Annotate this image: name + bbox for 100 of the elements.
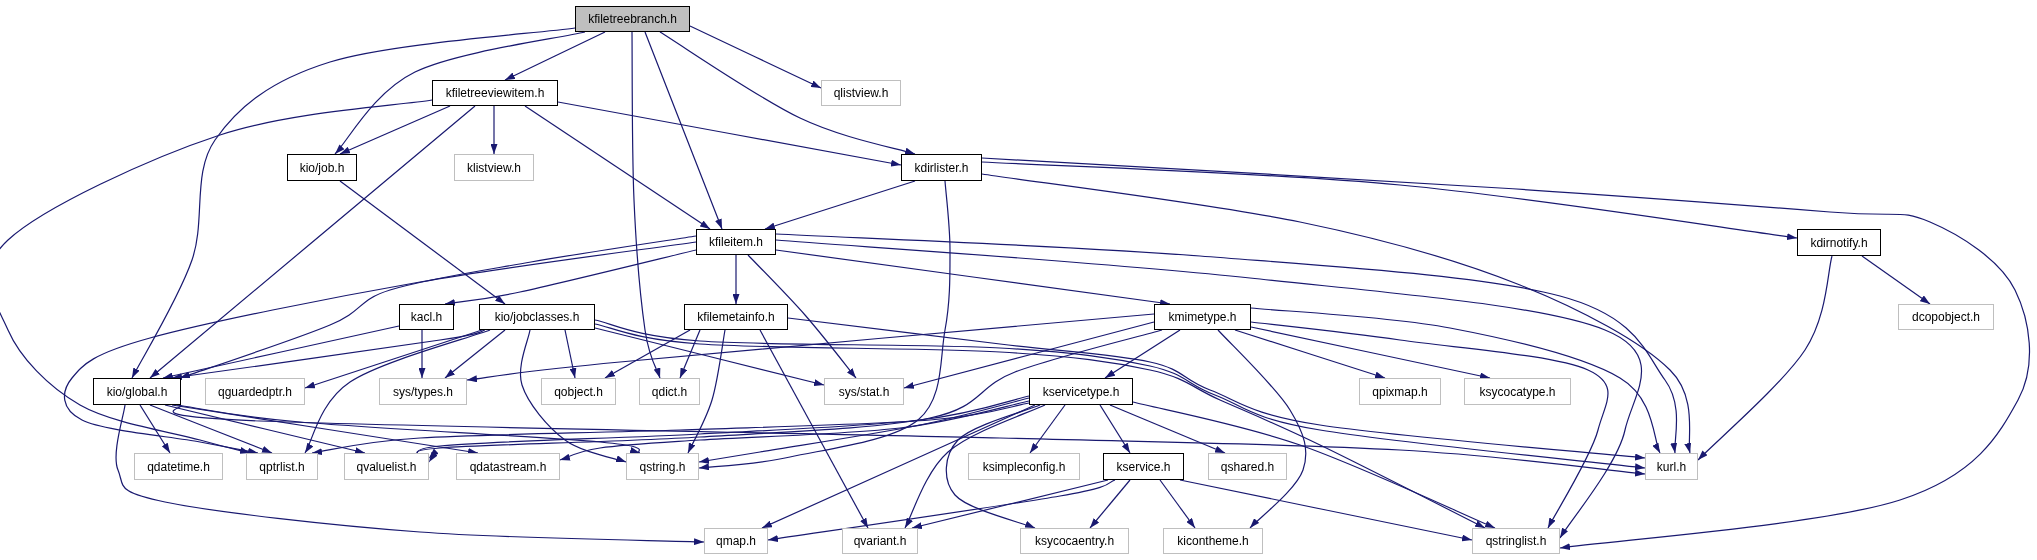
dependency-arrow	[1179, 479, 1473, 542]
dependency-arrow	[594, 323, 1486, 529]
file-node: qmap.h	[704, 528, 768, 554]
dependency-arrow	[1250, 307, 1661, 454]
dependency-arrow	[139, 404, 171, 454]
file-node: ksycocaentry.h	[1020, 528, 1129, 554]
file-node: kfiletreeviewitem.h	[432, 80, 558, 106]
dependency-arrow	[162, 325, 400, 380]
file-node: qstring.h	[626, 453, 699, 480]
dependency-arrow	[559, 400, 1030, 461]
dependency-arrow	[311, 402, 1030, 455]
dependency-arrow	[1250, 321, 1609, 529]
dependency-arrow	[1029, 404, 1066, 454]
file-node: qguardedptr.h	[205, 378, 305, 405]
dependency-arrow	[1250, 326, 1491, 380]
dependency-arrow	[594, 319, 1646, 471]
file-node: kfileitem.h	[696, 229, 776, 255]
file-node: kmimetype.h	[1154, 304, 1251, 330]
file-node: kdirlister.h	[901, 154, 982, 181]
dependency-arrow	[787, 317, 1646, 461]
file-node: kio/jobclasses.h	[479, 304, 595, 330]
dependency-arrow	[775, 239, 1642, 539]
dependency-arrow	[764, 180, 916, 230]
dependency-arrow	[631, 31, 661, 379]
dependency-arrow	[679, 329, 701, 379]
dependency-arrow	[416, 395, 1030, 463]
dependency-arrow	[466, 313, 1155, 383]
dependency-arrow	[604, 329, 691, 379]
dependency-arrow	[149, 404, 273, 454]
dependency-arrow	[444, 249, 697, 306]
dependency-arrow	[767, 479, 1116, 542]
dependency-arrow	[698, 180, 951, 471]
file-node: qshared.h	[1208, 453, 1287, 480]
dependency-arrow	[1089, 479, 1131, 529]
dependency-arrow	[594, 327, 825, 386]
file-node: kio/global.h	[93, 378, 181, 405]
dependency-arrow	[524, 105, 711, 230]
dependency-arrow	[519, 329, 627, 463]
file-node: kicontheme.h	[1163, 528, 1263, 554]
file-node: kio/job.h	[287, 154, 357, 181]
dependency-arrow	[1159, 479, 1196, 529]
file-node: ksimpleconfig.h	[968, 453, 1080, 480]
file-node: ksycocatype.h	[1464, 378, 1571, 405]
dependency-arrow	[115, 404, 705, 546]
dependency-arrow	[179, 235, 697, 379]
file-node: qstringlist.h	[1472, 528, 1560, 554]
dependency-arrow	[747, 254, 857, 379]
file-node: qdatetime.h	[134, 453, 223, 480]
dependency-arrow	[1861, 255, 1931, 305]
dependency-arrow	[1697, 255, 1833, 461]
dependency-arrow	[1234, 329, 1386, 379]
file-node: qvaluelist.h	[344, 453, 429, 480]
dependency-arrow	[904, 404, 1046, 529]
dependency-arrow	[149, 105, 476, 379]
dependency-arrow	[687, 329, 726, 454]
dependency-arrow	[945, 404, 1041, 529]
dependency-arrow	[903, 321, 1155, 389]
dependency-arrow	[981, 161, 1798, 241]
dependency-arrow	[304, 329, 483, 389]
dependency-arrow	[1217, 329, 1307, 529]
file-node: qpixmap.h	[1359, 378, 1441, 405]
dependency-arrow	[732, 254, 740, 305]
dependency-arrow	[490, 105, 498, 155]
file-node: kservice.h	[1103, 453, 1184, 480]
dependency-arrow	[911, 479, 1109, 529]
dependency-arrow	[339, 105, 451, 155]
dependency-arrow	[1109, 404, 1226, 454]
dependency-arrow	[761, 404, 1036, 529]
file-node: dcopobject.h	[1898, 304, 1994, 330]
dependency-arrow	[698, 397, 1030, 464]
dependency-arrow	[981, 157, 2031, 551]
dependency-arrow	[644, 31, 723, 230]
file-node: sys/stat.h	[824, 378, 904, 405]
dependency-arrow	[334, 31, 586, 155]
file-node: kurl.h	[1645, 453, 1698, 480]
dependency-arrow	[63, 241, 697, 455]
dependency-arrow	[304, 329, 491, 454]
dependency-arrow	[418, 329, 426, 379]
dependency-arrow	[172, 404, 1646, 477]
dependency-arrow	[775, 233, 1678, 454]
dependency-arrow	[1099, 404, 1131, 454]
dependency-arrow	[1104, 329, 1181, 379]
dependency-arrow	[131, 27, 576, 379]
dependency-arrow	[981, 173, 1693, 454]
file-node: klistview.h	[454, 154, 534, 181]
dependency-arrow	[689, 25, 822, 89]
file-node: qdatastream.h	[456, 453, 560, 480]
file-node: qvariant.h	[842, 528, 918, 554]
dependency-arrow	[339, 180, 506, 305]
file-node: kacl.h	[399, 304, 454, 330]
file-node: kfilemetainfo.h	[684, 304, 788, 330]
dependency-arrow	[444, 329, 506, 379]
dependency-arrow	[659, 31, 916, 155]
file-node: qobject.h	[541, 378, 616, 405]
file-node: qptrlist.h	[246, 453, 318, 480]
dependency-arrow	[504, 31, 606, 81]
dependency-arrow	[1132, 401, 1496, 529]
dependency-arrow	[0, 99, 433, 454]
file-node: qdict.h	[639, 378, 700, 405]
dependency-arrow	[557, 101, 902, 167]
